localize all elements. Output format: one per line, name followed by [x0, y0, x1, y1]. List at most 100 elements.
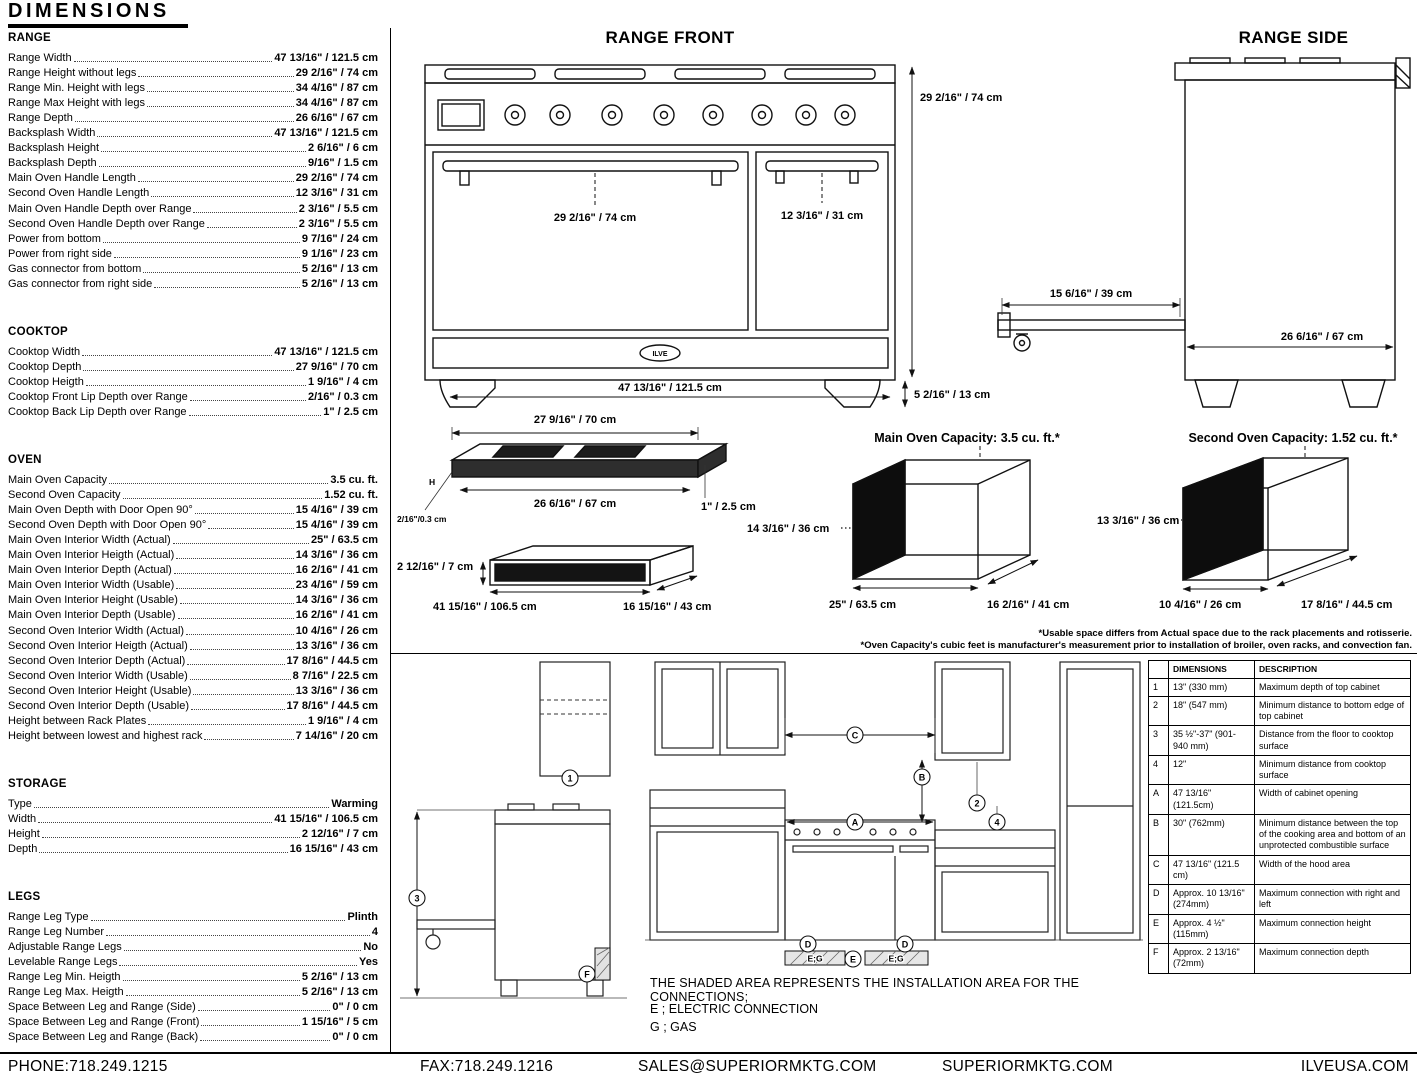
spec-label: Main Oven Handle Length	[8, 172, 136, 185]
dots-leader	[201, 1025, 300, 1027]
dots-leader	[193, 211, 297, 213]
header-description: DESCRIPTION	[1254, 660, 1411, 679]
column-divider	[390, 28, 391, 1052]
spec-label: Space Between Leg and Range (Side)	[8, 1001, 196, 1014]
dots-leader	[137, 181, 294, 183]
spec-row: Space Between Leg and Range (Back)0" / 0…	[8, 1028, 378, 1043]
second-oven-capacity-title: Second Oven Capacity: 1.52 cu. ft.*	[1188, 431, 1397, 445]
spec-label: Gas connector from right side	[8, 277, 153, 290]
spec-label: Backsplash Depth	[8, 157, 97, 170]
spec-value: 41 15/16" / 106.5 cm	[274, 812, 378, 825]
spec-value: 9 7/16" / 24 cm	[301, 232, 378, 245]
dots-leader	[189, 648, 294, 650]
spec-label: Type	[8, 797, 32, 810]
spec-label: Range Height without legs	[8, 67, 137, 80]
dim-cooktop-depth: 27 9/16" / 70 cm	[534, 414, 616, 426]
spec-label: Adjustable Range Legs	[8, 941, 122, 954]
dots-leader	[113, 256, 300, 258]
range-side-outline	[997, 57, 1411, 408]
spec-value: 29 2/16" / 74 cm	[295, 67, 378, 80]
spec-label: Main Oven Interior Depth (Actual)	[8, 564, 172, 577]
marker-D-right: D	[896, 935, 914, 953]
footer-phone: PHONE:718.249.1215	[8, 1058, 168, 1075]
svg-text:B: B	[919, 773, 926, 783]
spec-value: 0" / 0 cm	[332, 1001, 378, 1014]
ilve-logo: ILVE	[652, 351, 667, 358]
cooktop-outline	[449, 442, 729, 479]
dots-leader	[39, 852, 288, 854]
dots-leader	[102, 241, 300, 243]
section-divider	[390, 653, 1417, 654]
header-key	[1148, 660, 1169, 679]
install-cell-description: Width of cabinet opening	[1254, 784, 1411, 815]
dots-leader	[97, 136, 273, 138]
svg-text:A: A	[852, 818, 859, 828]
footer-site-superiormktg[interactable]: SUPERIORMKTG.COM	[942, 1058, 1114, 1075]
spec-label: Cooktop Front Lip Depth over Range	[8, 390, 188, 403]
header-dimensions: DIMENSIONS	[1168, 660, 1255, 679]
spec-value: 2 12/16" / 7 cm	[301, 827, 378, 840]
spec-row: Second Oven Interior Height (Usable)13 3…	[8, 682, 378, 697]
dim-second-oven-handle: 12 3/16" / 31 cm	[781, 210, 863, 222]
spec-value: 3.5 cu. ft.	[330, 474, 378, 487]
spec-value: 47 13/16" / 121.5 cm	[274, 127, 378, 140]
spec-label: Power from right side	[8, 247, 112, 260]
spec-value: 9/16" / 1.5 cm	[307, 157, 378, 170]
spec-value: 25" / 63.5 cm	[311, 534, 378, 547]
footer-email-link[interactable]: SALES@SUPERIORMKTG.COM	[638, 1058, 877, 1075]
marker-A: A	[846, 813, 864, 831]
install-cell-dimension: 18" (547 mm)	[1168, 695, 1255, 727]
spec-value: 15 4/16" / 39 cm	[295, 519, 378, 532]
svg-text:C: C	[852, 731, 859, 741]
dim-range-height: 29 2/16" / 74 cm	[920, 92, 1002, 104]
svg-text:D: D	[805, 940, 812, 950]
dim-second-oven-width: 10 4/16" / 26 cm	[1159, 599, 1241, 611]
install-side-view	[416, 661, 611, 997]
spec-value: 0" / 0 cm	[332, 1031, 378, 1044]
marker-1: 1	[561, 769, 579, 787]
spec-label: Levelable Range Legs	[8, 956, 118, 969]
dim-leg-height: 5 2/16" / 13 cm	[914, 389, 990, 401]
dots-leader	[188, 414, 322, 416]
dots-leader	[189, 399, 306, 401]
dots-leader	[125, 995, 300, 997]
spec-label: Second Oven Interior Width (Usable)	[8, 669, 188, 682]
spec-value: 1" / 2.5 cm	[323, 405, 378, 418]
range-side-drawing: 15 6/16" / 39 cm 26 6/16" / 67 cm	[997, 57, 1411, 408]
footer-site-ilveusa[interactable]: ILVEUSA.COM	[1300, 1058, 1409, 1075]
spec-label: Second Oven Interior Heigth (Actual)	[8, 639, 188, 652]
storage-drawer-drawing: 2 12/16" / 7 cm 41 15/16" / 106.5 cm 16 …	[397, 545, 712, 613]
spec-value: 14 3/16" / 36 cm	[295, 594, 378, 607]
main-oven-drawing: Main Oven Capacity: 3.5 cu. ft.* 14 3/16…	[747, 431, 1069, 611]
dots-leader	[148, 723, 306, 725]
spec-label: Backsplash Width	[8, 127, 96, 140]
svg-text:1: 1	[567, 774, 572, 784]
install-cell-key: E	[1148, 913, 1169, 945]
dots-leader	[85, 384, 306, 386]
spec-value: 16 2/16" / 41 cm	[295, 564, 378, 577]
install-cell-dimension: Approx. 2 13/16" (72mm)	[1168, 943, 1255, 974]
marker-F: F	[578, 965, 596, 983]
install-cell-dimension: Approx. 10 13/16" (274mm)	[1168, 884, 1255, 915]
install-cell-dimension: 13" (330 mm)	[1168, 677, 1255, 697]
spec-value: 34 4/16" / 87 cm	[295, 97, 378, 110]
spec-value: 26 6/16" / 67 cm	[295, 112, 378, 125]
spec-value: 1 9/16" / 4 cm	[307, 375, 378, 388]
spec-label: Main Oven Interior Width (Usable)	[8, 579, 175, 592]
dim-door-open-depth: 15 6/16" / 39 cm	[1050, 288, 1132, 300]
spec-label: Depth	[8, 843, 38, 856]
spec-value: 5 2/16" / 13 cm	[301, 986, 378, 999]
